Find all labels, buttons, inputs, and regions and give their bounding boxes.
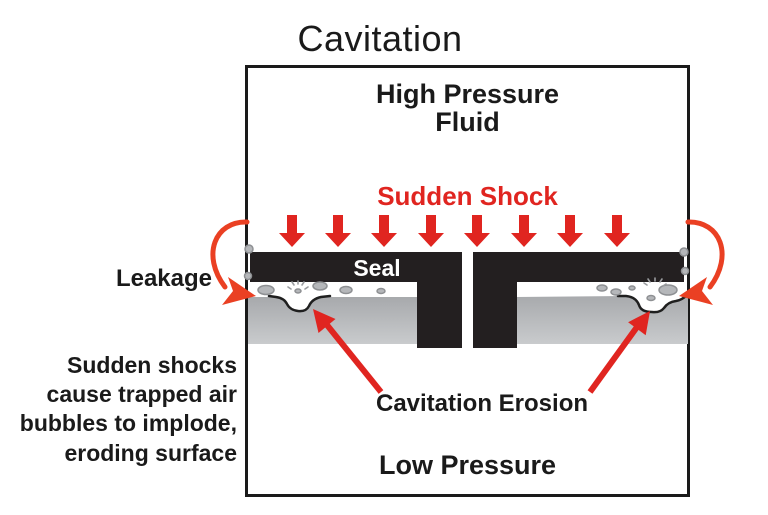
shock-arrow-icon <box>604 215 630 247</box>
low-pressure-label: Low Pressure <box>378 450 557 480</box>
bubble <box>679 247 689 257</box>
leakage-label: Leakage <box>115 265 212 292</box>
bubbles <box>243 244 690 302</box>
bubble <box>243 271 253 281</box>
shock-arrow-icon <box>279 215 305 247</box>
shock-arrow-icon <box>325 215 351 247</box>
bubble <box>376 287 386 295</box>
bubble <box>610 288 622 296</box>
erosion-pit-left-outline <box>267 294 332 313</box>
bubble <box>257 284 275 296</box>
erosion-pit-right-outline <box>616 293 689 314</box>
bubble <box>339 285 353 295</box>
bubble <box>294 288 302 294</box>
shock-arrow-icon <box>557 215 583 247</box>
cavitation-erosion-label: Cavitation Erosion <box>375 390 589 417</box>
bubble <box>658 284 678 296</box>
shock-arrow-icon <box>418 215 444 247</box>
page-title: Cavitation <box>297 18 463 59</box>
bubble <box>646 294 656 302</box>
implosion-sparkle-right <box>643 277 667 287</box>
bubble <box>680 266 690 276</box>
shock-arrow-icon <box>511 215 537 247</box>
side-note-text: Sudden shocks cause trapped air bubbles … <box>19 352 237 466</box>
erosion-arrow-left-icon <box>313 309 384 394</box>
high-pressure-label: High Pressure Fluid <box>375 79 560 138</box>
surface-right-shape <box>516 293 689 344</box>
leakage-arc-right-icon <box>679 219 725 305</box>
seal-right-shape <box>473 252 684 348</box>
implosion-sparkle-left <box>287 280 309 290</box>
chamber-box <box>245 65 690 497</box>
bubble <box>312 281 328 291</box>
shock-arrow-icon <box>464 215 490 247</box>
leakage-arc-left-icon <box>210 219 256 305</box>
shock-arrow-icon <box>371 215 397 247</box>
erosion-arrow-right-icon <box>587 311 650 394</box>
bubble <box>244 244 254 254</box>
bubble <box>596 284 608 292</box>
seal-left-shape <box>250 252 462 348</box>
sudden-shock-label: Sudden Shock <box>377 181 558 211</box>
bubble <box>628 285 636 291</box>
shock-arrows <box>279 215 630 247</box>
seal-label: Seal <box>353 255 401 281</box>
